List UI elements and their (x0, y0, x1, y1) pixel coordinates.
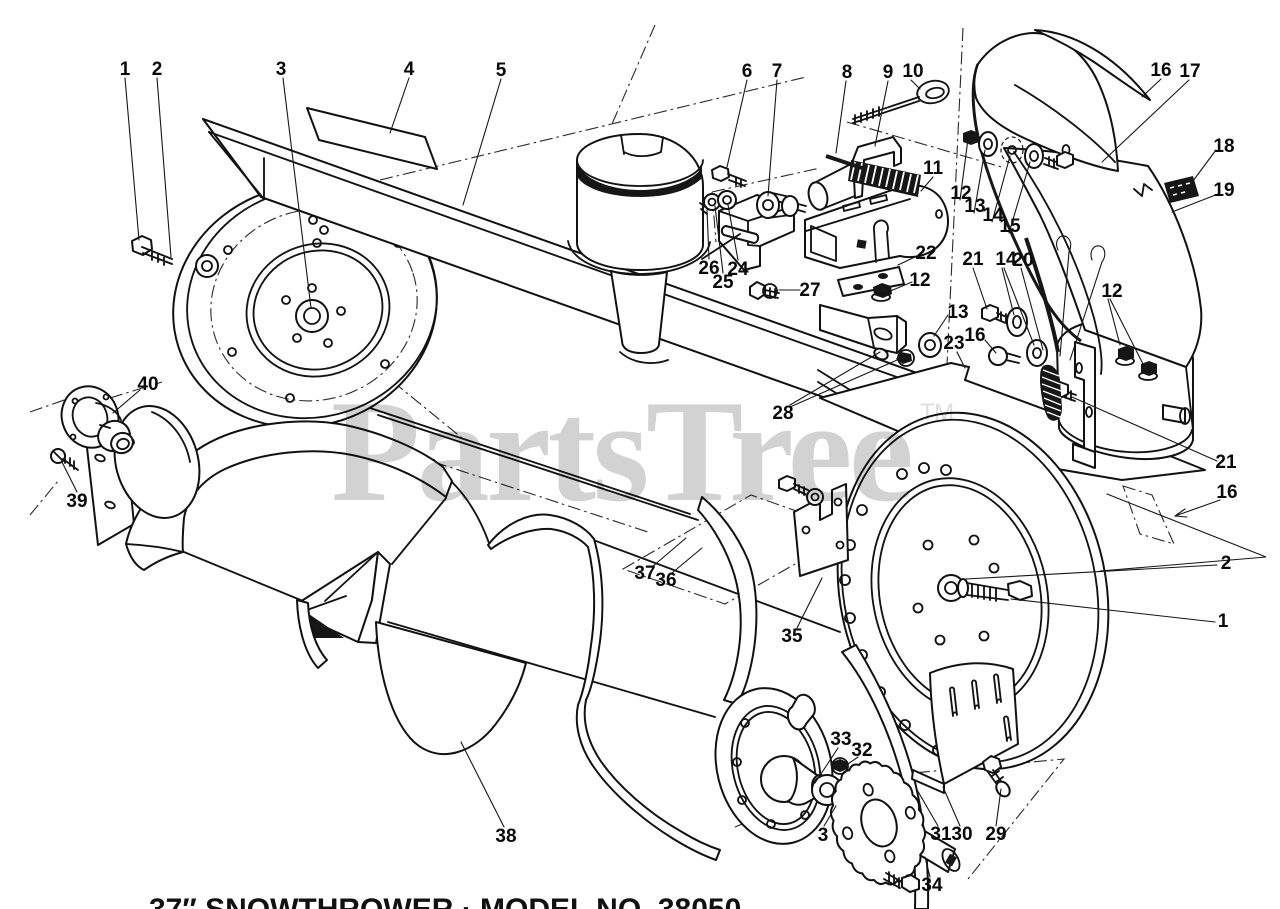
svg-text:11: 11 (923, 158, 944, 179)
svg-text:TM: TM (920, 399, 954, 426)
svg-text:16: 16 (1150, 60, 1171, 81)
svg-text:1: 1 (1218, 611, 1229, 632)
svg-text:40: 40 (137, 374, 158, 395)
svg-text:30: 30 (951, 824, 972, 845)
svg-text:13: 13 (964, 196, 985, 217)
svg-text:35: 35 (781, 626, 803, 647)
svg-text:7: 7 (772, 61, 783, 82)
svg-text:38: 38 (495, 826, 516, 847)
svg-text:37″ SNOWTHROWER · MODEL NO. 38: 37″ SNOWTHROWER · MODEL NO. 38050 (149, 893, 741, 909)
svg-text:3: 3 (276, 59, 287, 80)
svg-text:2: 2 (152, 59, 163, 80)
svg-text:23: 23 (943, 333, 964, 354)
svg-text:36: 36 (655, 570, 676, 591)
svg-text:9: 9 (883, 62, 894, 83)
svg-text:27: 27 (799, 280, 820, 301)
svg-text:31: 31 (930, 824, 952, 845)
svg-text:17: 17 (1179, 61, 1200, 82)
svg-text:34: 34 (921, 875, 943, 896)
svg-text:20: 20 (1012, 250, 1033, 271)
svg-text:3: 3 (818, 825, 829, 846)
svg-text:12: 12 (909, 270, 930, 291)
svg-text:15: 15 (999, 216, 1021, 237)
svg-text:25: 25 (712, 272, 734, 293)
svg-text:4: 4 (404, 59, 415, 80)
svg-text:39: 39 (66, 491, 87, 512)
svg-text:PartsTree: PartsTree (331, 370, 911, 532)
svg-text:29: 29 (985, 824, 1006, 845)
svg-text:12: 12 (1101, 281, 1122, 302)
svg-text:26: 26 (698, 258, 719, 279)
svg-text:10: 10 (902, 61, 923, 82)
svg-text:16: 16 (964, 325, 985, 346)
svg-text:21: 21 (962, 249, 984, 270)
svg-text:6: 6 (742, 61, 753, 82)
svg-text:14: 14 (995, 249, 1017, 270)
svg-text:5: 5 (496, 60, 507, 81)
svg-text:22: 22 (915, 243, 936, 264)
svg-text:28: 28 (772, 403, 793, 424)
svg-text:18: 18 (1213, 136, 1234, 157)
svg-text:14: 14 (982, 205, 1004, 226)
svg-text:21: 21 (1215, 452, 1237, 473)
svg-text:33: 33 (830, 729, 851, 750)
svg-text:12: 12 (950, 183, 971, 204)
svg-text:32: 32 (851, 740, 872, 761)
svg-text:13: 13 (947, 302, 968, 323)
svg-text:16: 16 (1216, 482, 1237, 503)
svg-text:8: 8 (842, 62, 853, 83)
svg-text:2: 2 (1221, 553, 1232, 574)
svg-text:24: 24 (727, 259, 749, 280)
svg-text:19: 19 (1213, 180, 1234, 201)
svg-text:1: 1 (120, 59, 131, 80)
svg-text:37: 37 (634, 563, 655, 584)
